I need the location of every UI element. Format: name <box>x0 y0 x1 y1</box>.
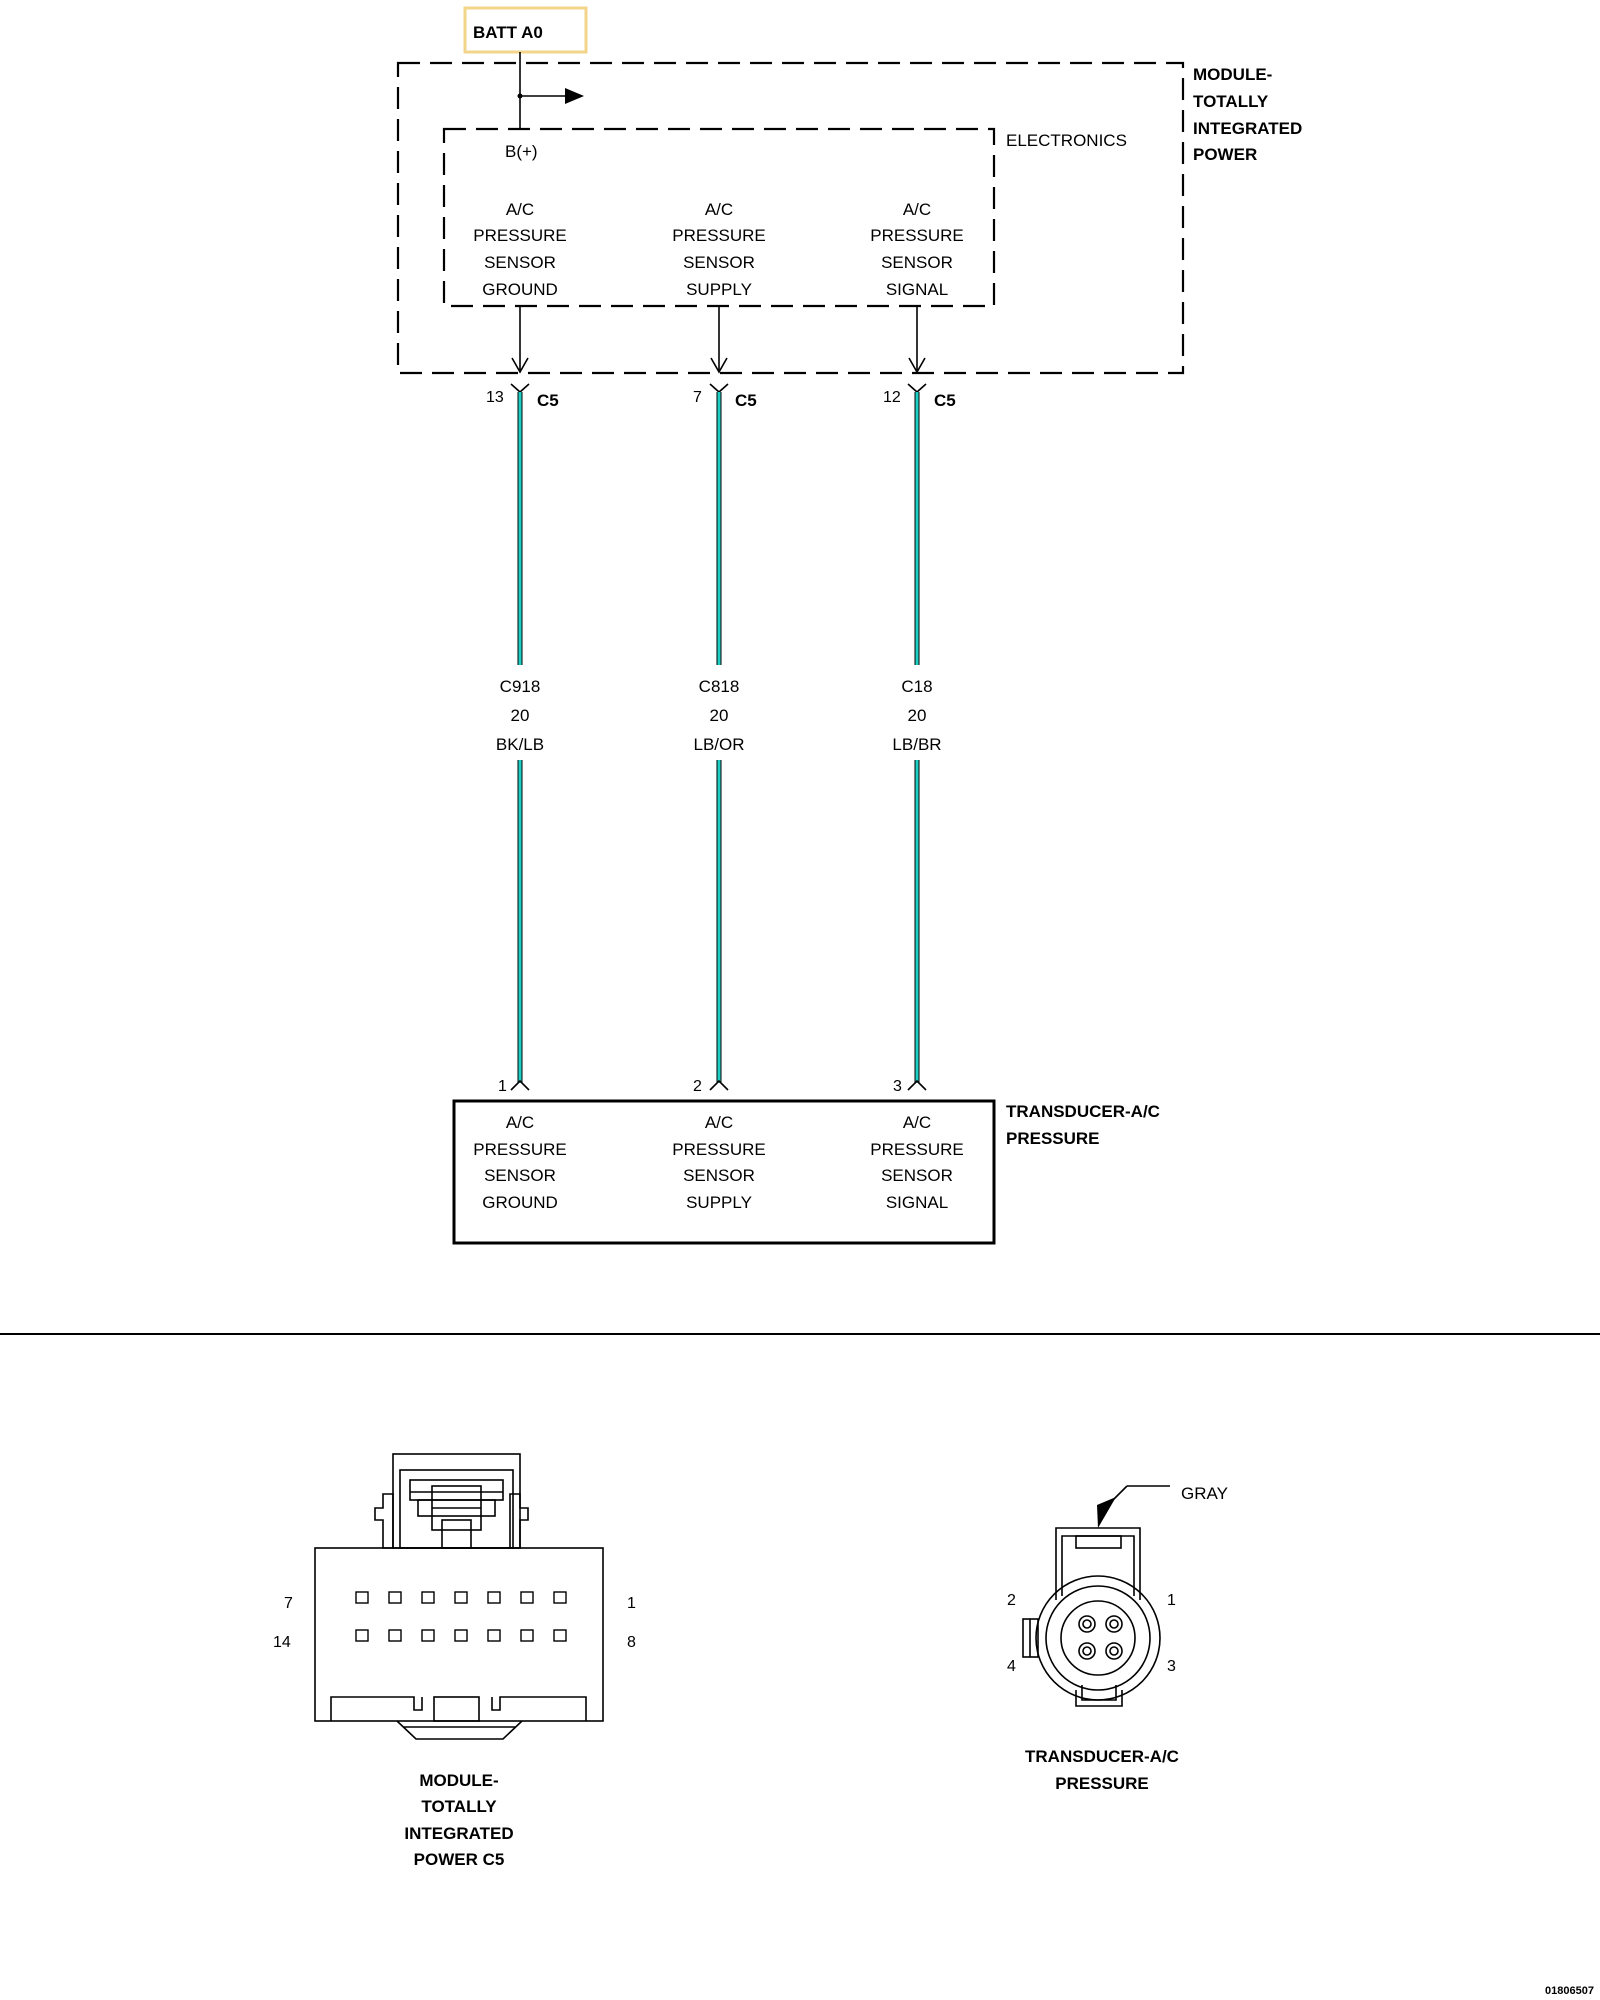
wire-gauge: 20 <box>710 706 729 725</box>
svg-text:TOTALLY: TOTALLY <box>1193 92 1269 111</box>
wire-color: BK/LB <box>496 735 544 754</box>
module-pin-number: 7 <box>693 389 702 406</box>
svg-text:TRANSDUCER-A/C: TRANSDUCER-A/C <box>1025 1747 1179 1766</box>
transducer-pin-label: 3 <box>1167 1658 1176 1675</box>
module-function-supply: A/C PRESSURE SENSOR SUPPLY <box>672 200 766 299</box>
svg-text:GROUND: GROUND <box>482 1193 558 1212</box>
connector-label: C5 <box>934 391 956 410</box>
transducer-connector-face: GRAY 2 1 4 3 TRANSDUCER-A/C PRE <box>1007 1484 1228 1793</box>
connector-chevron-icon <box>907 1079 927 1091</box>
svg-text:SENSOR: SENSOR <box>881 1166 953 1185</box>
svg-text:SUPPLY: SUPPLY <box>686 1193 752 1212</box>
transducer-function-ground: A/C PRESSURE SENSOR GROUND <box>473 1113 567 1212</box>
c5-pin-label: 1 <box>627 1595 636 1612</box>
svg-text:A/C: A/C <box>903 1113 931 1132</box>
module-pin-number: 12 <box>883 389 901 406</box>
svg-text:SUPPLY: SUPPLY <box>686 280 752 299</box>
transducer-pin-number: 3 <box>893 1078 902 1095</box>
svg-text:SIGNAL: SIGNAL <box>886 1193 948 1212</box>
svg-text:GROUND: GROUND <box>482 280 558 299</box>
transducer-pin-label: 2 <box>1007 1592 1016 1609</box>
arrow-right-icon <box>565 88 584 104</box>
wire-color: LB/BR <box>892 735 941 754</box>
connector-chevron-icon <box>709 1079 729 1091</box>
bplus-feed <box>517 52 584 128</box>
svg-text:PRESSURE: PRESSURE <box>672 1140 766 1159</box>
svg-text:SENSOR: SENSOR <box>683 1166 755 1185</box>
c5-caption: MODULE- TOTALLY INTEGRATED POWER C5 <box>404 1771 513 1869</box>
batt-highlight-box <box>463 6 588 54</box>
figure-id: 01806507 <box>1545 1985 1594 1997</box>
electronics-label: ELECTRONICS <box>1006 131 1127 150</box>
svg-text:A/C: A/C <box>506 1113 534 1132</box>
connector-label: C5 <box>537 391 559 410</box>
bplus-label: B(+) <box>505 142 538 161</box>
wire-gauge: 20 <box>511 706 530 725</box>
module-outline <box>396 61 1185 375</box>
transducer-title: TRANSDUCER-A/C PRESSURE <box>1006 1102 1160 1148</box>
svg-text:A/C: A/C <box>705 200 733 219</box>
transducer-color-label: GRAY <box>1181 1484 1228 1503</box>
svg-text:SIGNAL: SIGNAL <box>886 280 948 299</box>
module-pin-number: 13 <box>486 389 504 406</box>
svg-text:PRESSURE: PRESSURE <box>870 1140 964 1159</box>
svg-text:SENSOR: SENSOR <box>683 253 755 272</box>
svg-text:PRESSURE: PRESSURE <box>473 226 567 245</box>
transducer-pin-number: 1 <box>498 1078 507 1095</box>
connector-chevron-icon <box>510 1079 530 1091</box>
svg-text:A/C: A/C <box>903 200 931 219</box>
svg-text:POWER C5: POWER C5 <box>414 1850 505 1869</box>
c5-connector-face: 7 1 14 8 MODULE- TOTALLY INTEGRATED POWE… <box>273 1453 636 1869</box>
svg-text:PRESSURE: PRESSURE <box>1055 1774 1149 1793</box>
svg-text:A/C: A/C <box>506 200 534 219</box>
module-function-ground: A/C PRESSURE SENSOR GROUND <box>473 200 567 299</box>
c5-pin-label: 7 <box>284 1595 293 1612</box>
svg-text:PRESSURE: PRESSURE <box>473 1140 567 1159</box>
wire-color: LB/OR <box>693 735 744 754</box>
svg-text:SENSOR: SENSOR <box>484 253 556 272</box>
svg-text:MODULE-: MODULE- <box>419 1771 498 1790</box>
wire-1: 13 C5 C918 20 BK/LB 1 <box>486 306 559 1095</box>
transducer-pins <box>1078 1615 1123 1660</box>
transducer-view-caption: TRANSDUCER-A/C PRESSURE <box>1025 1747 1179 1793</box>
c5-pin-row-bottom <box>355 1629 567 1642</box>
circuit-number: C18 <box>901 677 932 696</box>
transducer-pin-label: 1 <box>1167 1592 1176 1609</box>
connector-label: C5 <box>735 391 757 410</box>
module-function-signal: A/C PRESSURE SENSOR SIGNAL <box>870 200 964 299</box>
batt-label: BATT A0 <box>473 23 543 42</box>
transducer-pin-number: 2 <box>693 1078 702 1095</box>
transducer-function-supply: A/C PRESSURE SENSOR SUPPLY <box>672 1113 766 1212</box>
wire-gauge: 20 <box>908 706 927 725</box>
connector-chevron-icon <box>510 383 530 394</box>
transducer-function-signal: A/C PRESSURE SENSOR SIGNAL <box>870 1113 964 1212</box>
c5-pin-label: 14 <box>273 1634 291 1651</box>
batt-label-group: BATT A0 <box>463 6 588 54</box>
arrow-indicator-icon <box>1097 1497 1116 1528</box>
c5-pin-label: 8 <box>627 1634 636 1651</box>
svg-text:PRESSURE: PRESSURE <box>672 226 766 245</box>
svg-text:PRESSURE: PRESSURE <box>870 226 964 245</box>
connector-chevron-icon <box>907 383 927 394</box>
circuit-number: C818 <box>699 677 740 696</box>
svg-text:SENSOR: SENSOR <box>881 253 953 272</box>
svg-text:INTEGRATED: INTEGRATED <box>404 1824 513 1843</box>
svg-text:SENSOR: SENSOR <box>484 1166 556 1185</box>
wire-3: 12 C5 C18 20 LB/BR 3 <box>883 306 956 1095</box>
c5-pin-row-top <box>355 1591 567 1604</box>
svg-text:INTEGRATED: INTEGRATED <box>1193 119 1302 138</box>
svg-text:MODULE-: MODULE- <box>1193 65 1272 84</box>
transducer-pin-label: 4 <box>1007 1658 1016 1675</box>
circuit-number: C918 <box>500 677 541 696</box>
connector-chevron-icon <box>709 383 729 394</box>
wire-2: 7 C5 C818 20 LB/OR 2 <box>693 306 757 1095</box>
svg-text:TOTALLY: TOTALLY <box>421 1797 497 1816</box>
svg-text:A/C: A/C <box>705 1113 733 1132</box>
svg-text:PRESSURE: PRESSURE <box>1006 1129 1100 1148</box>
module-title: MODULE- TOTALLY INTEGRATED POWER <box>1193 65 1302 164</box>
svg-text:TRANSDUCER-A/C: TRANSDUCER-A/C <box>1006 1102 1160 1121</box>
svg-text:POWER: POWER <box>1193 145 1257 164</box>
transducer-outline <box>452 1099 996 1245</box>
